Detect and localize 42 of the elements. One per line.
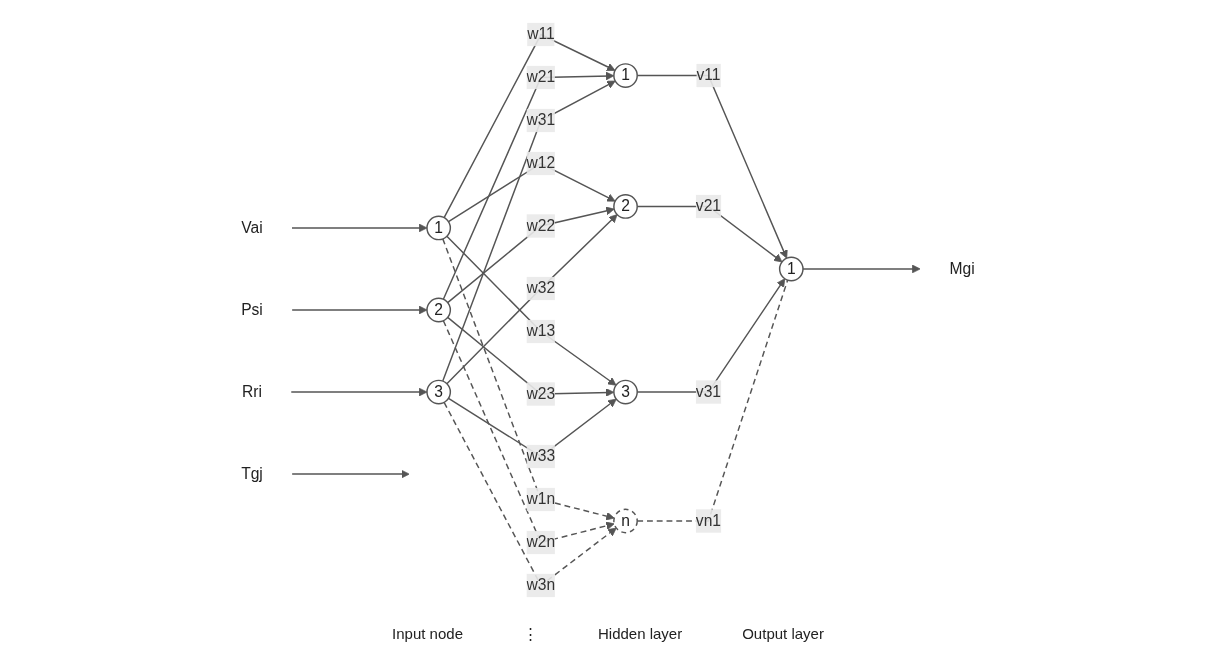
node-circle: n xyxy=(613,508,639,533)
edge-label: v31 xyxy=(695,382,722,400)
edge-label: w13 xyxy=(526,322,556,339)
edge-label: w32 xyxy=(526,279,556,296)
edge-label: v11 xyxy=(696,66,721,83)
edge-label: w11 xyxy=(527,25,555,42)
node-circle: 2 xyxy=(426,297,452,322)
arrow xyxy=(291,223,428,232)
node-circle: 1 xyxy=(426,215,452,240)
node-text: Vai xyxy=(241,218,263,236)
arrow xyxy=(291,469,410,478)
edge-label: w22 xyxy=(526,216,556,234)
node-text: Rri xyxy=(242,382,263,400)
edge-label: w31 xyxy=(526,111,556,128)
edge-label: w1n xyxy=(526,490,556,507)
edge-label: v21 xyxy=(695,197,722,214)
arrow xyxy=(636,74,788,259)
layer-label: Output layer xyxy=(742,625,824,643)
node-circle: 3 xyxy=(426,379,452,404)
edge-label: vn1 xyxy=(695,511,722,529)
node-circle: 1 xyxy=(613,62,639,88)
layer-label: ⋮ xyxy=(523,625,538,643)
layer-label: Input node xyxy=(392,625,463,643)
arrow xyxy=(442,71,615,300)
node-circle: 1 xyxy=(779,256,804,281)
arrow xyxy=(291,305,428,314)
edge-label: w21 xyxy=(526,68,556,85)
node-text: Psi xyxy=(241,300,263,318)
node-circle: 2 xyxy=(613,193,639,219)
node-circle: 3 xyxy=(613,379,639,404)
arrow xyxy=(290,387,428,396)
arrow xyxy=(442,237,615,520)
node-text: Mgi xyxy=(949,259,975,277)
edge-label: w2n xyxy=(526,533,556,550)
layer-label: Hidden layer xyxy=(598,625,683,643)
edge-label: w3n xyxy=(526,576,556,593)
arrow xyxy=(442,319,615,543)
edge-label: w23 xyxy=(526,384,556,402)
edge-label: w12 xyxy=(526,154,556,171)
edge-label: w33 xyxy=(526,447,556,464)
arrow xyxy=(442,80,616,382)
node-text: Tgj xyxy=(241,464,263,482)
